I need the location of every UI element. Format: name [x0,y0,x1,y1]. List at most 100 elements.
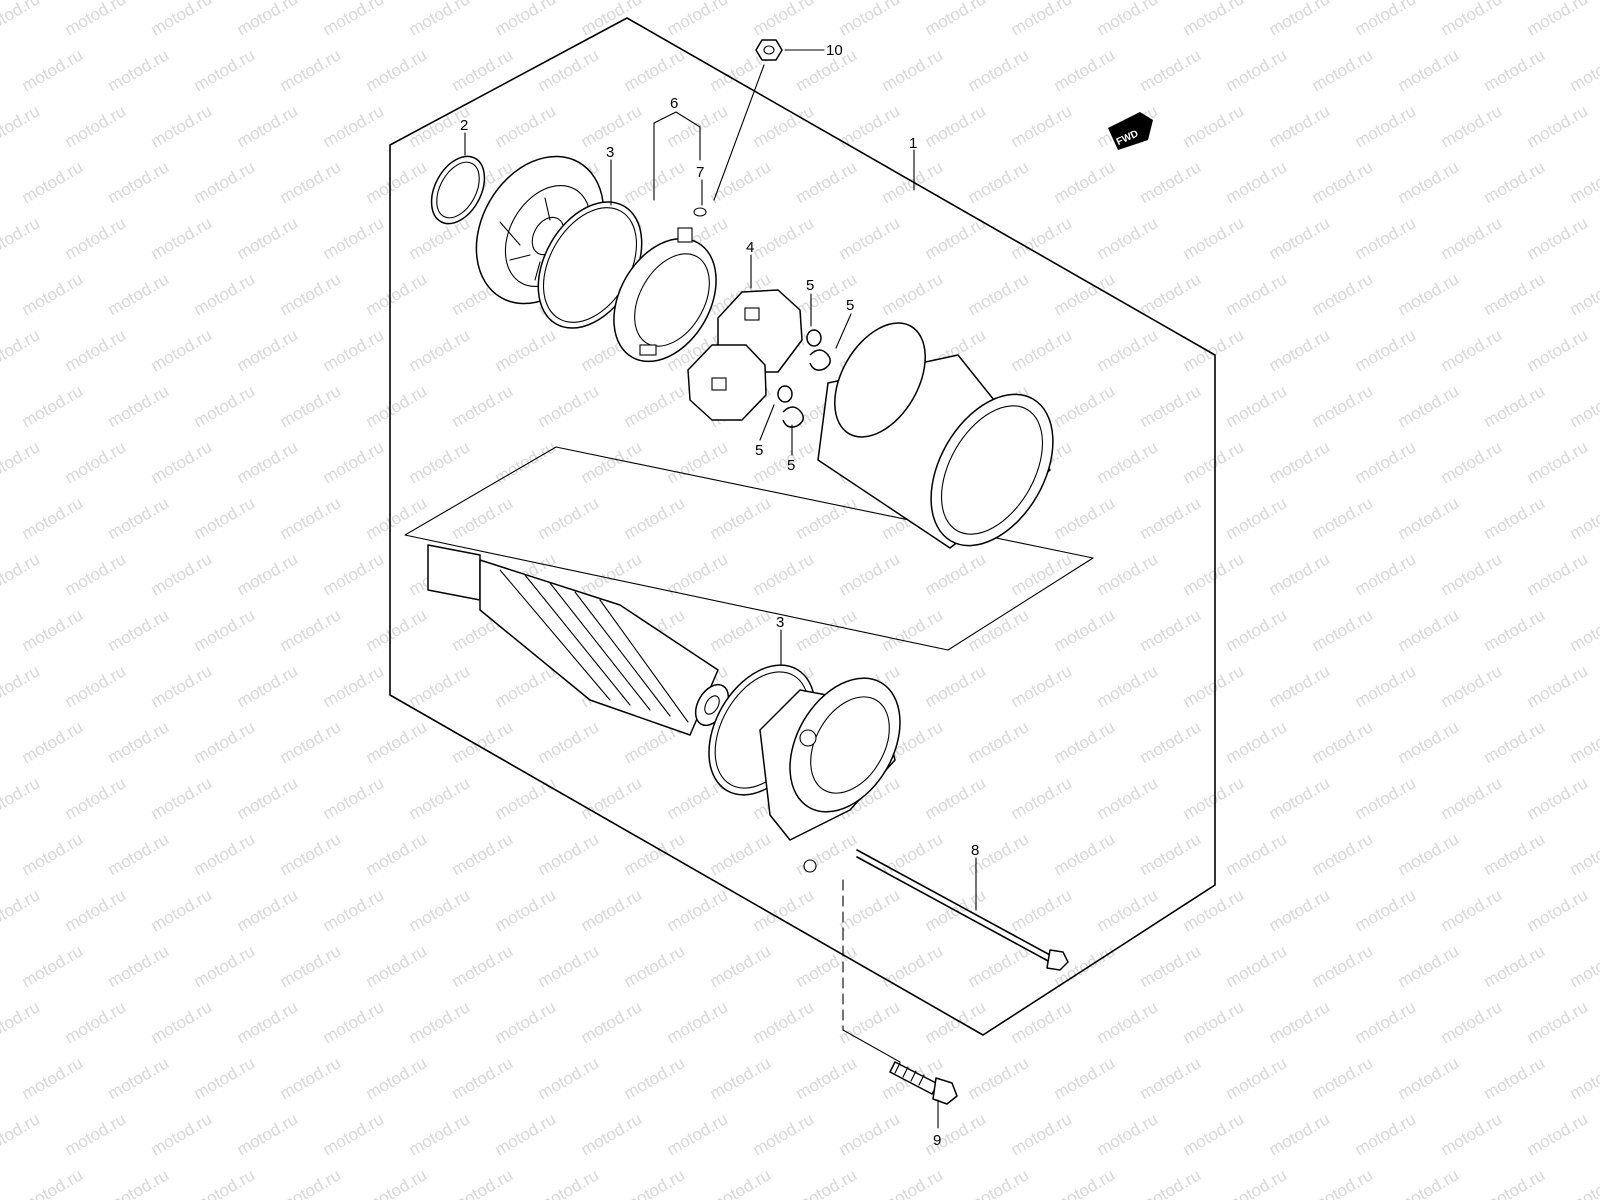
watermark-text: motod.ru [1180,885,1248,935]
watermark-text: motod.ru [1524,661,1592,711]
watermark-text: motod.ru [836,1109,904,1159]
watermark-text: motod.ru [406,1109,474,1159]
watermark-text: motod.ru [1008,549,1076,599]
watermark-text: motod.ru [320,661,388,711]
assembly-outline [389,17,1216,1036]
watermark-text: motod.ru [922,773,990,823]
watermark-text: motod.ru [836,997,904,1047]
watermark-text: motod.ru [148,773,216,823]
watermark-text: motod.ru [1309,493,1377,543]
watermark-text: motod.ru [234,325,302,375]
watermark-text: motod.ru [1180,0,1248,39]
watermark-text: motod.ru [1567,941,1600,991]
part-terminal-o-ring [693,207,707,217]
part-o-ring [430,155,486,225]
watermark-text: motod.ru [62,213,130,263]
watermark-text: motod.ru [1180,1109,1248,1159]
watermark-text: motod.ru [363,493,431,543]
watermark-text: motod.ru [1438,0,1506,39]
watermark-text: motod.ru [234,1109,302,1159]
watermark-text: motod.ru [1395,829,1463,879]
watermark-text: motod.ru [578,997,646,1047]
watermark-text: motod.ru [621,381,689,431]
watermark-text: motod.ru [191,941,259,991]
watermark-text: motod.ru [1481,829,1549,879]
watermark-text: motod.ru [191,157,259,207]
watermark-text: motod.ru [62,885,130,935]
watermark-text: motod.ru [1481,941,1549,991]
watermark-text: motod.ru [62,101,130,151]
watermark-text: motod.ru [19,493,87,543]
watermark-text: motod.ru [363,717,431,767]
watermark-text: motod.ru [19,1053,87,1103]
watermark-text: motod.ru [922,549,990,599]
watermark-text: motod.ru [664,885,732,935]
watermark-text: motod.ru [1008,101,1076,151]
watermark-text: motod.ru [1266,661,1334,711]
callout-6: 6 [670,95,678,112]
watermark-text: motod.ru [105,269,173,319]
watermark-text: motod.ru [578,885,646,935]
watermark-text: motod.ru [1352,325,1420,375]
watermark-text: motod.ru [1352,101,1420,151]
callout-9: 9 [933,1132,941,1149]
watermark-text: motod.ru [1180,437,1248,487]
watermark-text: motod.ru [1137,829,1205,879]
watermark-text: motod.ru [320,213,388,263]
part-seal-ring-upper [537,201,643,329]
watermark-text: motod.ru [277,381,345,431]
watermark-text: motod.ru [1051,605,1119,655]
watermark-text: motod.ru [965,1165,1033,1200]
callout-labels: 1 2 3 4 5 5 5 5 6 7 3 8 9 10 [460,42,979,1149]
watermark-text: motod.ru [1266,213,1334,263]
watermark-text: motod.ru [1223,381,1291,431]
watermark-text: motod.ru [1352,1109,1420,1159]
watermark-text: motod.ru [19,157,87,207]
watermark-text: motod.ru [535,493,603,543]
watermark-text: motod.ru [836,213,904,263]
watermark-text: motod.ru [449,45,517,95]
watermark-text: motod.ru [1567,1165,1600,1200]
watermark-text: motod.ru [1567,829,1600,879]
watermark-text: motod.ru [1180,325,1248,375]
watermark-text: motod.ru [1309,269,1377,319]
watermark-text: motod.ru [1008,1109,1076,1159]
watermark-text: motod.ru [105,157,173,207]
watermark-text: motod.ru [19,45,87,95]
watermark-text: motod.ru [1180,213,1248,263]
watermark-text: motod.ru [707,829,775,879]
callout-10: 10 [826,42,843,59]
watermark-text: motod.ru [105,605,173,655]
watermark-text: motod.ru [492,773,560,823]
watermark-text: motod.ru [965,1053,1033,1103]
watermark-text: motod.ru [1481,269,1549,319]
watermark-text: motod.ru [234,885,302,935]
watermark-text: motod.ru [965,941,1033,991]
watermark-text: motod.ru [1094,1109,1162,1159]
watermark-text: motod.ru [707,605,775,655]
watermark-text: motod.ru [707,157,775,207]
watermark-text: motod.ru [1223,941,1291,991]
watermark-text: motod.ru [277,493,345,543]
watermark-text: motod.ru [1223,1053,1291,1103]
watermark-text: motod.ru [1180,997,1248,1047]
watermark-text: motod.ru [492,101,560,151]
watermark-text: motod.ru [1395,1053,1463,1103]
watermark-text: motod.ru [1395,941,1463,991]
watermark-text: motod.ru [1395,1165,1463,1200]
watermark-text: motod.ru [1309,829,1377,879]
callout-5-c: 5 [755,442,763,459]
watermark-text: motod.ru [277,1053,345,1103]
watermark-text: motod.ru [1524,101,1592,151]
watermark-text: motod.ru [19,1165,87,1200]
watermark-text: motod.ru [750,549,818,599]
watermark-text: motod.ru [1309,157,1377,207]
watermark-text: motod.ru [1524,773,1592,823]
callout-8: 8 [971,842,979,859]
watermark-text: motod.ru [1094,437,1162,487]
watermark-text: motod.ru [879,941,947,991]
watermark-text: motod.ru [1094,325,1162,375]
watermark-text: motod.ru [922,1109,990,1159]
watermark-text: motod.ru [1567,493,1600,543]
